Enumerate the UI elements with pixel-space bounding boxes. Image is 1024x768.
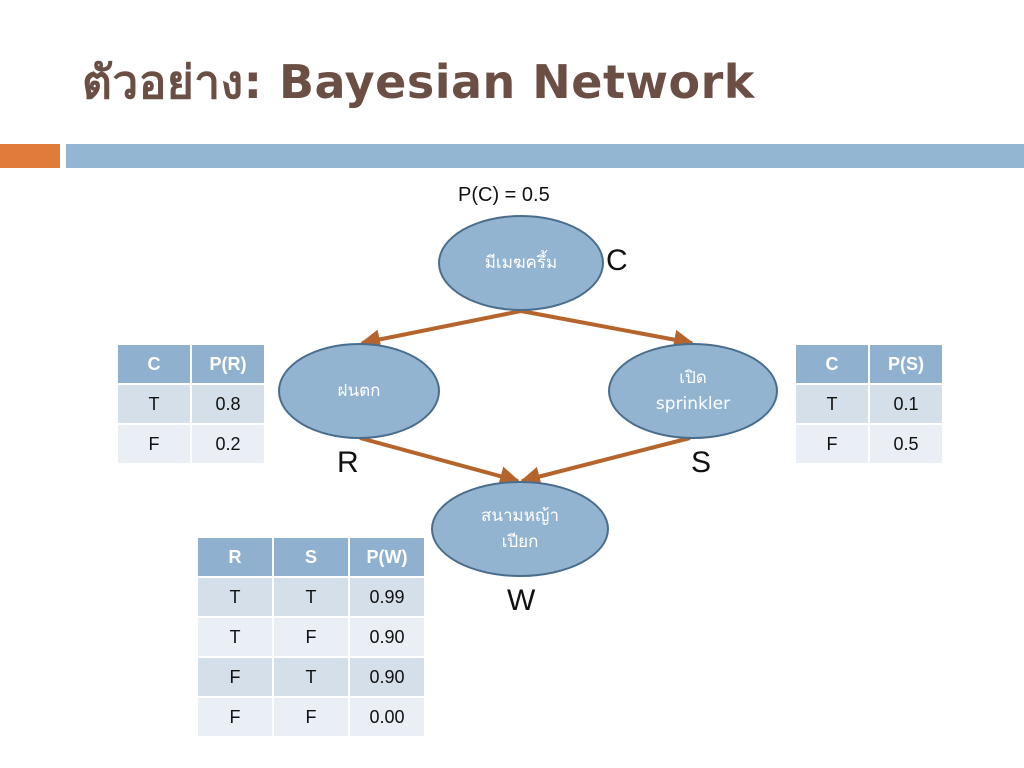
table-row: F 0.5: [794, 423, 944, 465]
table-row: T T 0.99: [196, 576, 426, 618]
accent-bar-orange: [0, 144, 60, 168]
table-row: F T 0.90: [196, 656, 426, 698]
table-cell: F: [794, 423, 870, 465]
table-cell: F: [196, 696, 274, 738]
table-cell: 0.90: [348, 616, 426, 658]
cpt-rain-table: C P(R) T 0.8 F 0.2: [116, 343, 266, 465]
table-cell: 0.5: [868, 423, 944, 465]
node-sprinkler: เปิด sprinkler: [608, 343, 778, 439]
table-cell: F: [272, 616, 350, 658]
edge-r-w: [359, 436, 520, 486]
table-cell: 0.1: [868, 383, 944, 425]
table-cell: 0.2: [190, 423, 266, 465]
node-wet-grass: สนามหญ้า เปียก: [431, 481, 609, 577]
edge-c-s: [520, 309, 694, 350]
table-cell: T: [116, 383, 192, 425]
table-cell: T: [196, 576, 274, 618]
table-header: S: [272, 536, 350, 578]
table-header: R: [196, 536, 274, 578]
table-row: F 0.2: [116, 423, 266, 465]
table-header: P(S): [868, 343, 944, 385]
table-cell: 0.8: [190, 383, 266, 425]
table-header: C: [116, 343, 192, 385]
table-cell: F: [272, 696, 350, 738]
node-letter-r: R: [337, 446, 359, 479]
table-cell: F: [196, 656, 274, 698]
table-row: F F 0.00: [196, 696, 426, 738]
edge-c-r: [360, 309, 522, 350]
table-row: T 0.1: [794, 383, 944, 425]
table-cell: F: [116, 423, 192, 465]
table-cell: T: [272, 576, 350, 618]
table-cell: 0.99: [348, 576, 426, 618]
node-rain: ฝนตก: [278, 343, 440, 439]
prior-probability-label: P(C) = 0.5: [458, 184, 550, 206]
cpt-sprinkler-table: C P(S) T 0.1 F 0.5: [794, 343, 944, 465]
edge-s-w: [520, 436, 691, 487]
table-row: T 0.8: [116, 383, 266, 425]
cpt-wet-grass-table: R S P(W) T T 0.99 T F 0.90 F T 0.90 F F …: [196, 536, 426, 738]
table-cell: T: [794, 383, 870, 425]
table-row: T F 0.90: [196, 616, 426, 658]
table-header: P(W): [348, 536, 426, 578]
table-cell: 0.00: [348, 696, 426, 738]
table-cell: T: [196, 616, 274, 658]
node-cloudy: มีเมฆครึ้ม: [438, 215, 604, 311]
slide-title: ตัวอย่าง: Bayesian Network: [82, 55, 755, 109]
node-letter-s: S: [691, 446, 712, 479]
accent-bar-blue: [66, 144, 1024, 168]
node-letter-w: W: [507, 584, 536, 617]
table-header: P(R): [190, 343, 266, 385]
node-letter-c: C: [606, 244, 628, 277]
table-cell: T: [272, 656, 350, 698]
table-cell: 0.90: [348, 656, 426, 698]
table-header: C: [794, 343, 870, 385]
